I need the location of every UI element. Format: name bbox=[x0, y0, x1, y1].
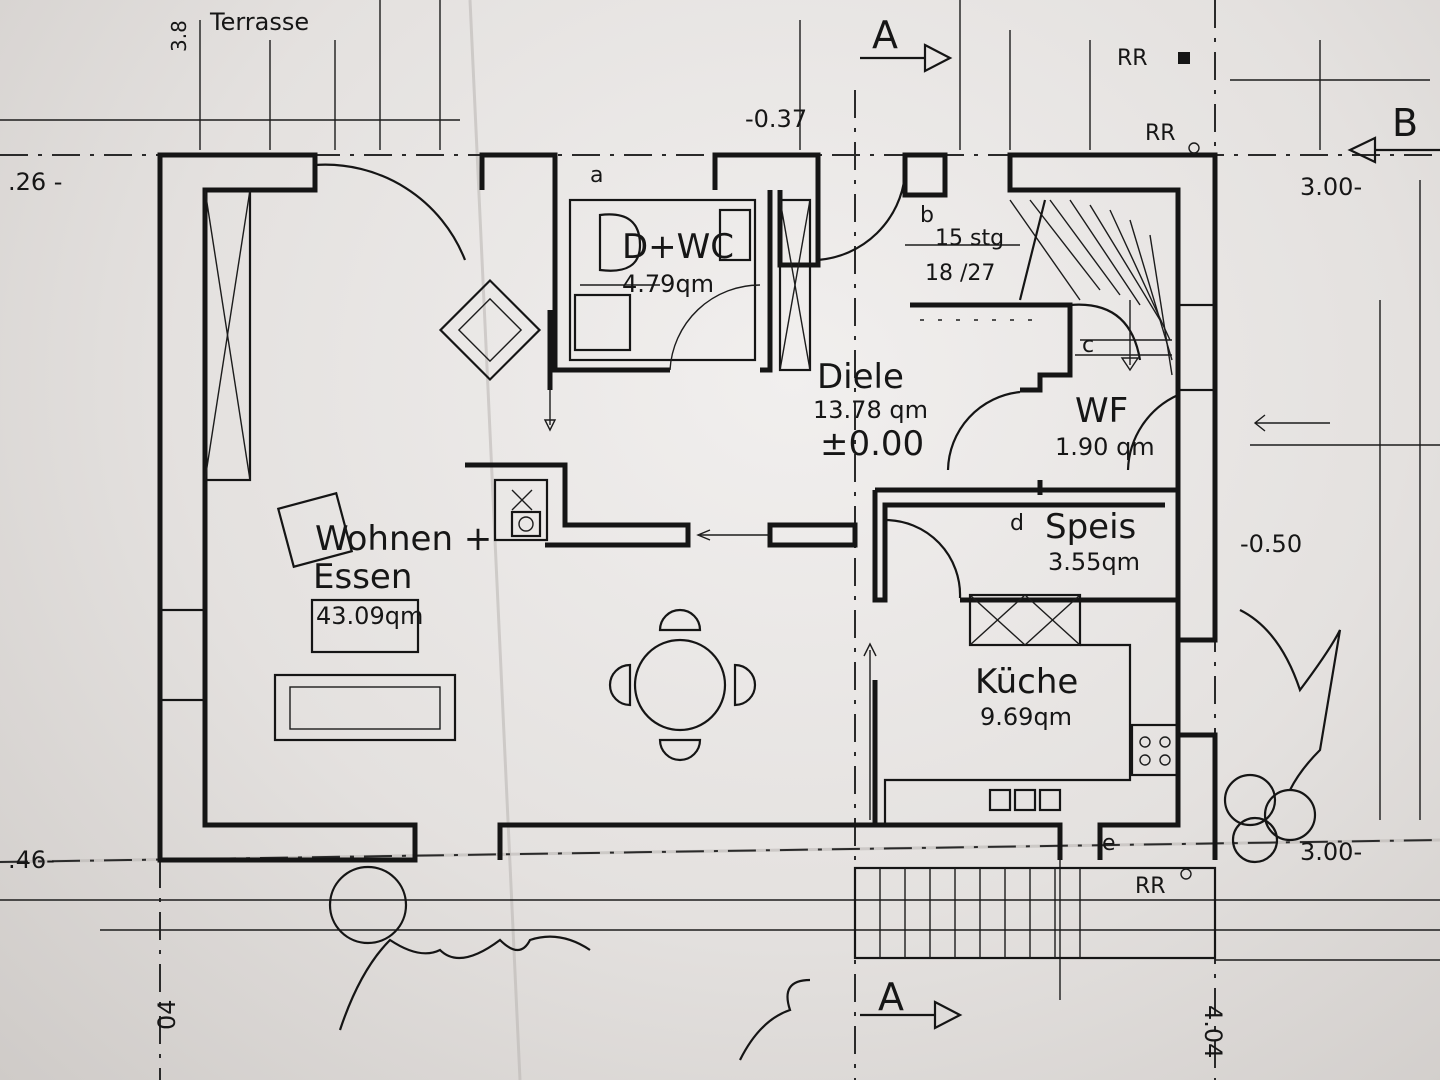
dim-left-bottom: .46- bbox=[8, 846, 55, 874]
room-labels: D+WC 4.79qm Diele 13.78 qm ±0.00 WF 1.90… bbox=[313, 227, 1155, 731]
kitchen bbox=[863, 490, 1180, 825]
wf-room bbox=[875, 390, 1181, 603]
room-name-wohnen: Wohnen + bbox=[315, 519, 492, 559]
rr-circle bbox=[1188, 142, 1200, 154]
marker-a: a bbox=[590, 163, 603, 188]
armchair-left bbox=[276, 491, 354, 569]
room-area-wf: 1.90 qm bbox=[1055, 433, 1155, 461]
room-name-wf: WF bbox=[1075, 391, 1128, 431]
stairs-ratio: 18 /27 bbox=[925, 261, 995, 286]
sofa-table bbox=[273, 598, 457, 742]
dim-bottom-left: 04 bbox=[153, 999, 181, 1030]
terrace-door-swing bbox=[314, 163, 467, 261]
partition-chimney bbox=[465, 462, 858, 548]
stairs-steps: 15 stg bbox=[935, 226, 1004, 251]
marker-c: c bbox=[1082, 333, 1094, 358]
room-name-speis: Speis bbox=[1045, 507, 1136, 547]
staircase bbox=[905, 199, 1217, 393]
room-area-wohnen: 43.09qm bbox=[316, 602, 423, 630]
entry-level: -0.37 bbox=[745, 105, 807, 133]
section-arrow-a-top bbox=[860, 43, 953, 73]
wc-room bbox=[543, 190, 812, 432]
side-level: -0.50 bbox=[1240, 530, 1302, 558]
section-arrow-b bbox=[1347, 136, 1440, 164]
rr-label-bottom: RR bbox=[1135, 874, 1166, 899]
marker-d: d bbox=[1010, 511, 1024, 536]
marker-e: e bbox=[1102, 831, 1116, 856]
section-label-b: B bbox=[1392, 101, 1418, 145]
armchair-top bbox=[438, 278, 542, 382]
room-name-kueche: Küche bbox=[975, 662, 1078, 702]
dim-right-top: 3.00- bbox=[1300, 173, 1362, 201]
rr-circle bbox=[1180, 868, 1192, 880]
side-arrow bbox=[1253, 414, 1330, 432]
marker-b: b bbox=[920, 203, 934, 228]
room-name-diele: Diele bbox=[817, 357, 904, 397]
rr-label-mid: RR bbox=[1145, 121, 1176, 146]
dim-left-top: .26 - bbox=[8, 168, 62, 196]
room-area-speis: 3.55qm bbox=[1048, 548, 1140, 576]
room-name-essen: Essen bbox=[313, 557, 412, 597]
terrace-label: Terrasse bbox=[209, 8, 309, 36]
dining-table bbox=[608, 608, 757, 762]
entry-door-swing bbox=[817, 174, 907, 262]
top-small-dim: 3.8 bbox=[167, 20, 191, 52]
window-left-tall bbox=[203, 188, 252, 482]
room-area-wc: 4.79qm bbox=[622, 270, 714, 298]
section-label-a-bottom: A bbox=[878, 975, 904, 1019]
entrance-steps bbox=[853, 866, 1217, 960]
rr-label-top: RR bbox=[1117, 46, 1148, 71]
dim-right-bottom: 3.00- bbox=[1300, 838, 1362, 866]
annotations: Terrasse 3.8 15 stg 18 /27 -0.37 -0.50 a… bbox=[8, 8, 1418, 1058]
room-level-diele: ±0.00 bbox=[820, 424, 924, 464]
section-arrow-a-bottom bbox=[860, 1000, 963, 1030]
room-area-diele: 13.78 qm bbox=[813, 396, 928, 424]
rr-marker-box bbox=[1178, 52, 1190, 64]
garden-plants bbox=[328, 609, 1342, 1061]
room-area-kueche: 9.69qm bbox=[980, 703, 1072, 731]
section-label-a-top: A bbox=[872, 13, 898, 57]
window-left-small bbox=[158, 608, 207, 702]
room-name-wc: D+WC bbox=[622, 227, 734, 267]
dim-bottom-right: 4.04 bbox=[1199, 1005, 1227, 1058]
